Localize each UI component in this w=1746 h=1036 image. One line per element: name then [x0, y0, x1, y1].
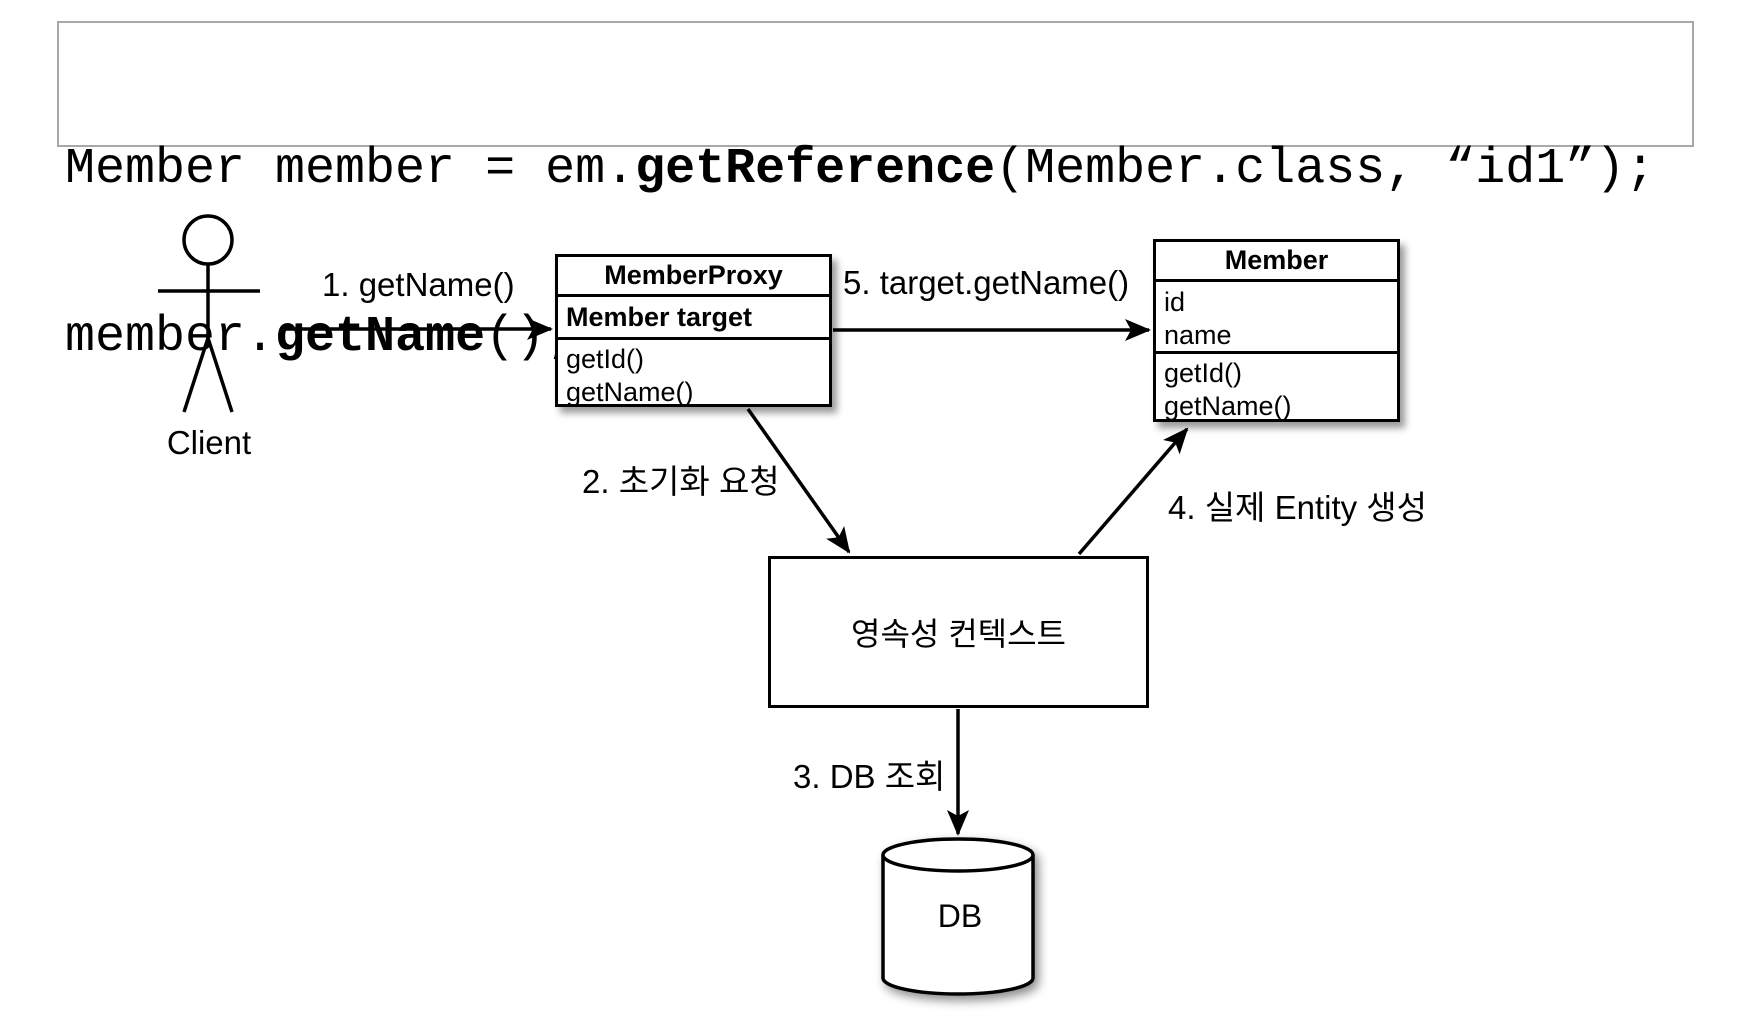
code-snippet-box: Member member = em.getReference(Member.c… — [57, 21, 1694, 366]
arrow-step4-create-entity — [1077, 427, 1189, 556]
client-actor-label: Client — [166, 424, 252, 461]
step5-label: 5. target.getName() — [843, 264, 1130, 301]
step1-label: 1. getName() — [322, 266, 515, 303]
step2-label: 2. 초기화 요청 — [582, 463, 780, 500]
client-actor-icon — [158, 214, 260, 413]
memberproxy-method-getid: getId() — [566, 344, 645, 374]
member-class-box: Member id name getId() getName() — [1153, 239, 1400, 422]
memberproxy-class-box: MemberProxy Member target getId() getNam… — [555, 254, 832, 407]
code-line-1: Member member = em.getReference(Member.c… — [65, 142, 1692, 198]
persistence-context-box: 영속성 컨텍스트 — [768, 556, 1149, 708]
member-attr-id: id — [1164, 287, 1186, 317]
code-line1-post: (Member.class, “id1”); — [995, 141, 1656, 198]
member-method-getid: getId() — [1164, 358, 1243, 388]
step4-label: 4. 실제 Entity 생성 — [1168, 489, 1427, 526]
persistence-context-label: 영속성 컨텍스트 — [851, 616, 1066, 652]
code-line2-bold: getName — [275, 309, 486, 366]
member-title: Member — [1156, 242, 1397, 282]
memberproxy-method-getname: getName() — [566, 377, 694, 407]
step3-label: 3. DB 조회 — [793, 758, 946, 795]
code-line1-bold: getReference — [635, 141, 996, 198]
database-label: DB — [937, 898, 983, 934]
member-methods: getId() getName() — [1156, 354, 1397, 423]
code-line1-pre: Member member = em. — [65, 141, 636, 198]
member-attributes: id name — [1156, 282, 1397, 354]
memberproxy-methods: getId() getName() — [558, 340, 829, 409]
code-line2-pre: member. — [65, 309, 276, 366]
member-method-getname: getName() — [1164, 391, 1292, 421]
database-cylinder-icon — [881, 837, 1035, 996]
memberproxy-title: MemberProxy — [558, 257, 829, 297]
member-attr-name: name — [1164, 320, 1232, 350]
arrow-step2-init-request — [746, 407, 851, 554]
memberproxy-field-target: Member target — [558, 297, 829, 340]
